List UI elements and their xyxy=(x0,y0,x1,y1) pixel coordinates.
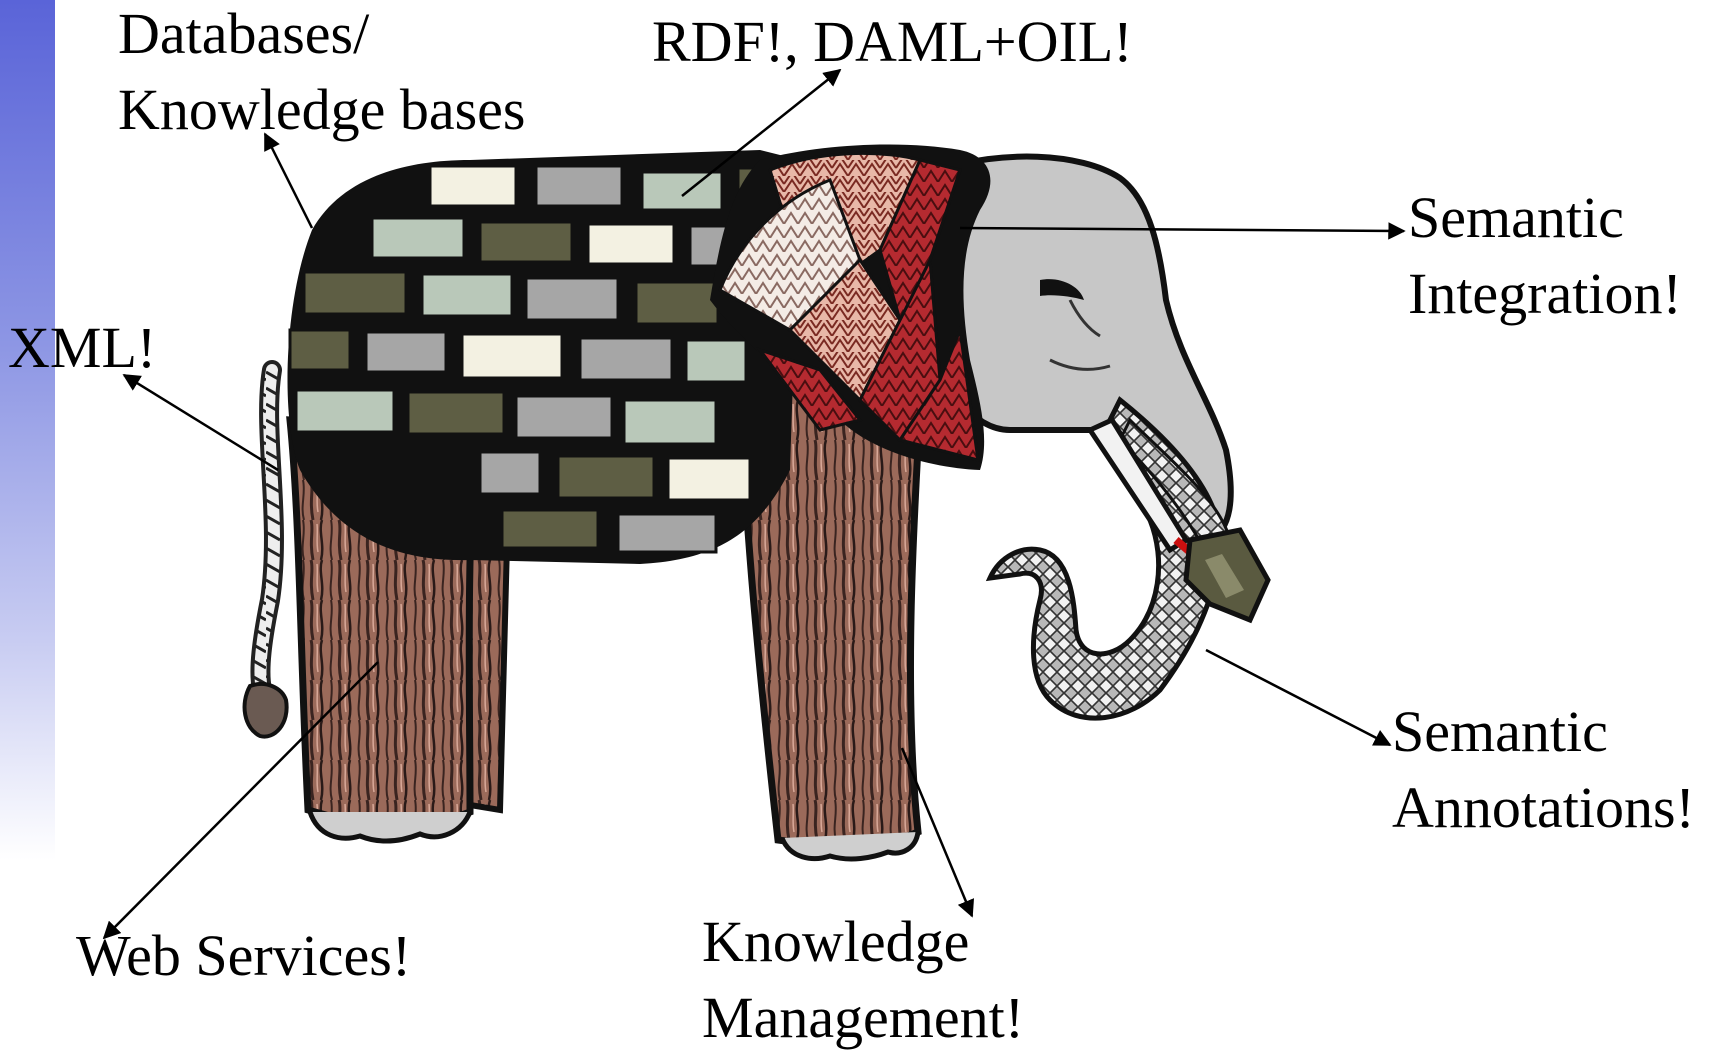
arrow-xml xyxy=(124,375,278,470)
label-web-services-line1: Web Services! xyxy=(76,918,411,994)
label-semantic-annotations-line2: Annotations! xyxy=(1392,770,1695,846)
label-xml-line1: XML! xyxy=(8,310,156,386)
arrow-semantic-annotations xyxy=(1206,650,1390,745)
label-rdf: RDF!, DAML+OIL! xyxy=(652,4,1133,80)
label-web-services: Web Services! xyxy=(76,918,411,994)
label-knowledge-management-line2: Management! xyxy=(702,980,1024,1056)
arrow-databases xyxy=(265,134,312,228)
label-databases-line1: Databases/ xyxy=(118,0,526,72)
label-knowledge-management-line1: Knowledge xyxy=(702,904,1024,980)
label-databases-line2: Knowledge bases xyxy=(118,72,526,148)
label-xml: XML! xyxy=(8,310,156,386)
label-rdf-line1: RDF!, DAML+OIL! xyxy=(652,4,1133,80)
rope-tail xyxy=(245,370,287,737)
label-semantic-integration: Semantic Integration! xyxy=(1408,180,1682,332)
label-semantic-annotations: Semantic Annotations! xyxy=(1392,694,1695,846)
label-databases: Databases/ Knowledge bases xyxy=(118,0,526,148)
label-knowledge-management: Knowledge Management! xyxy=(702,904,1024,1056)
brick-body xyxy=(288,150,801,564)
label-semantic-integration-line2: Integration! xyxy=(1408,256,1682,332)
label-semantic-annotations-line1: Semantic xyxy=(1392,694,1695,770)
label-semantic-integration-line1: Semantic xyxy=(1408,180,1682,256)
